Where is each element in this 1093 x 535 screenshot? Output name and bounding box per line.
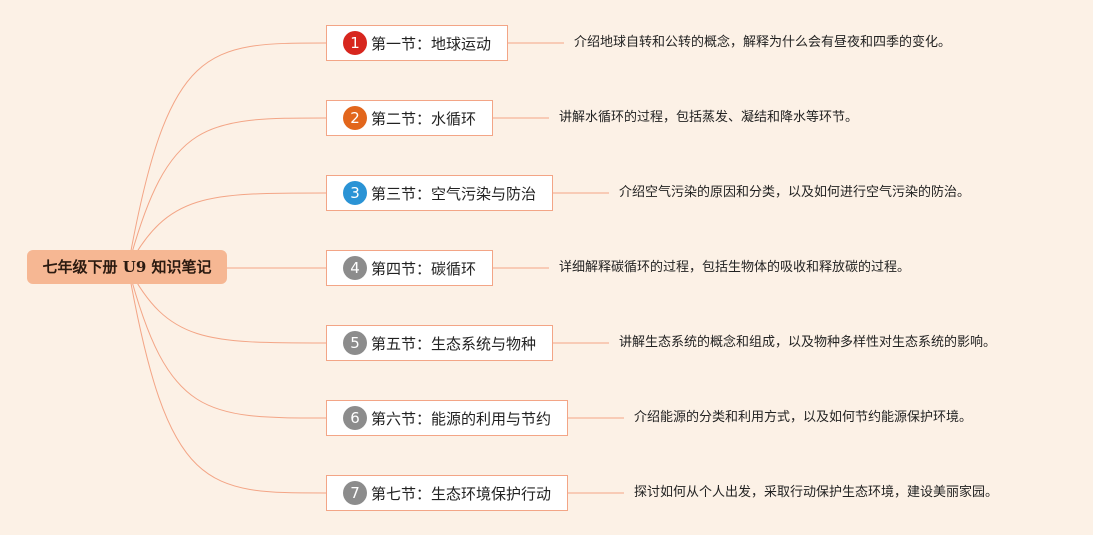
- branch-line-6: [127, 266, 327, 419]
- section-title-1: 第一节：地球运动: [371, 34, 492, 53]
- section-node-5[interactable]: 5 第五节：生态系统与物种: [326, 325, 554, 361]
- section-node-6[interactable]: 6 第六节：能源的利用与节约: [326, 400, 569, 436]
- section-description-3: 介绍空气污染的原因和分类，以及如何进行空气污染的防治。: [619, 185, 971, 200]
- branch-line-1: [127, 42, 327, 268]
- section-number-badge-4: 4: [343, 256, 367, 280]
- section-title-4: 第四节：碳循环: [371, 259, 477, 278]
- section-node-3[interactable]: 3 第三节：空气污染与防治: [326, 175, 554, 211]
- section-title-5: 第五节：生态系统与物种: [371, 334, 537, 353]
- branch-line-5: [127, 266, 327, 344]
- section-number-badge-1: 1: [343, 31, 367, 55]
- branch-line-2: [127, 117, 327, 268]
- section-number-badge-6: 6: [343, 406, 367, 430]
- section-title-6: 第六节：能源的利用与节约: [371, 409, 552, 428]
- section-description-4: 详细解释碳循环的过程，包括生物体的吸收和释放碳的过程。: [559, 260, 911, 275]
- section-node-7[interactable]: 7 第七节：生态环境保护行动: [326, 475, 569, 511]
- section-title-2: 第二节：水循环: [371, 109, 477, 128]
- section-number-badge-5: 5: [343, 331, 367, 355]
- section-description-6: 介绍能源的分类和利用方式，以及如何节约能源保护环境。: [634, 410, 973, 425]
- section-number-badge-2: 2: [343, 106, 367, 130]
- section-description-5: 讲解生态系统的概念和组成，以及物种多样性对生态系统的影响。: [619, 335, 997, 350]
- section-description-2: 讲解水循环的过程，包括蒸发、凝结和降水等环节。: [559, 110, 859, 125]
- section-description-1: 介绍地球自转和公转的概念，解释为什么会有昼夜和四季的变化。: [574, 35, 952, 50]
- section-number-badge-7: 7: [343, 481, 367, 505]
- branch-line-3: [127, 192, 327, 268]
- root-topic[interactable]: 七年级下册 U9 知识笔记: [27, 250, 227, 284]
- section-number-badge-3: 3: [343, 181, 367, 205]
- section-description-7: 探讨如何从个人出发，采取行动保护生态环境，建设美丽家园。: [634, 485, 999, 500]
- branch-line-7: [127, 266, 327, 494]
- section-title-7: 第七节：生态环境保护行动: [371, 484, 552, 503]
- root-topic-label: 七年级下册 U9 知识笔记: [42, 258, 212, 276]
- section-node-2[interactable]: 2 第二节：水循环: [326, 100, 494, 136]
- section-node-4[interactable]: 4 第四节：碳循环: [326, 250, 494, 286]
- section-title-3: 第三节：空气污染与防治: [371, 184, 537, 203]
- section-node-1[interactable]: 1 第一节：地球运动: [326, 25, 509, 61]
